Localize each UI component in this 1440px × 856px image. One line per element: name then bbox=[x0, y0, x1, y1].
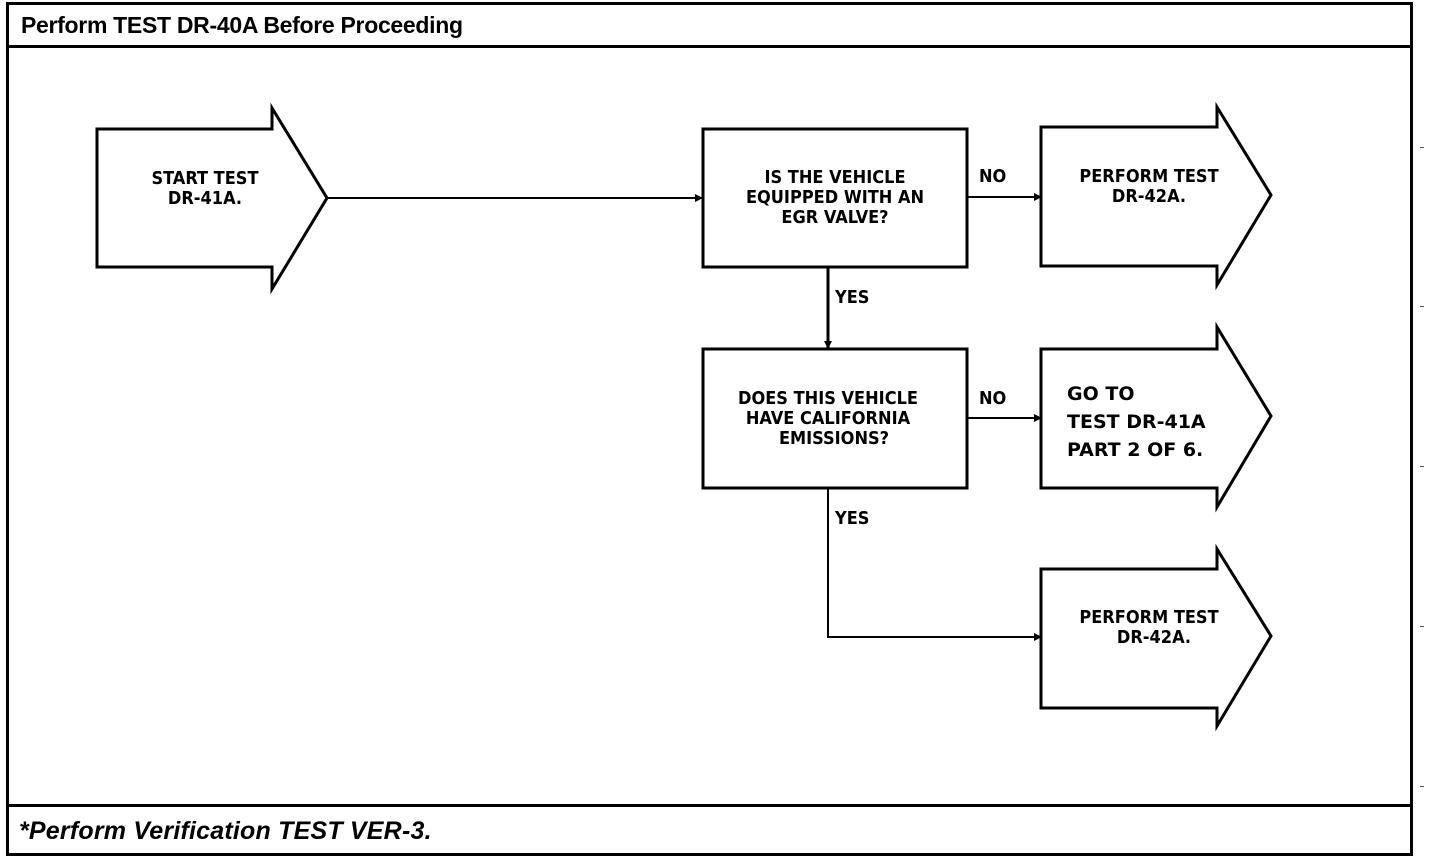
start-arrow: START TEST DR-41A. bbox=[95, 102, 329, 295]
result2-line1: GO TO bbox=[1067, 383, 1134, 405]
decision2-no-label: NO bbox=[979, 388, 1006, 409]
diagram-frame: Perform TEST DR-40A Before Proceeding *P… bbox=[6, 2, 1413, 856]
decision1-line2: EQUIPPED WITH AN bbox=[746, 187, 924, 208]
result3-line1: PERFORM TEST bbox=[1079, 607, 1218, 628]
result-go-to-dr41a-part2: GO TO TEST DR-41A PART 2 OF 6. bbox=[1039, 321, 1273, 513]
result1-line2: DR-42A. bbox=[1112, 186, 1186, 207]
decision1-line1: IS THE VEHICLE bbox=[764, 167, 905, 188]
result1-line1: PERFORM TEST bbox=[1079, 166, 1218, 187]
margin-tick bbox=[1420, 786, 1424, 787]
decision1-yes-label: YES bbox=[834, 287, 869, 308]
decision2-yes-label: YES bbox=[834, 508, 869, 529]
header-bar: Perform TEST DR-40A Before Proceeding bbox=[9, 5, 1410, 48]
margin-tick bbox=[1420, 147, 1424, 148]
result-perform-dr42a-top: PERFORM TEST DR-42A. bbox=[1039, 101, 1273, 291]
verification-note: *Perform Verification TEST VER-3. bbox=[19, 817, 432, 845]
margin-tick bbox=[1420, 306, 1424, 307]
decision2-line2: HAVE CALIFORNIA bbox=[746, 408, 911, 429]
result-perform-dr42a-bottom: PERFORM TEST DR-42A. bbox=[1039, 543, 1273, 732]
result3-line2: DR-42A. bbox=[1117, 627, 1191, 648]
result2-line3: PART 2 OF 6. bbox=[1067, 439, 1203, 461]
decision2-line1: DOES THIS VEHICLE bbox=[738, 388, 918, 409]
margin-tick bbox=[1420, 466, 1424, 467]
start-line1: START TEST bbox=[151, 168, 258, 189]
decision2-line3: EMISSIONS? bbox=[779, 428, 889, 449]
margin-tick bbox=[1420, 626, 1424, 627]
start-line2: DR-41A. bbox=[168, 188, 242, 209]
decision1-no-label: NO bbox=[979, 166, 1006, 187]
footer-bar: *Perform Verification TEST VER-3. bbox=[9, 804, 1410, 853]
decision-egr-valve: IS THE VEHICLE EQUIPPED WITH AN EGR VALV… bbox=[701, 127, 969, 269]
decision-california-emissions: DOES THIS VEHICLE HAVE CALIFORNIA EMISSI… bbox=[701, 347, 969, 490]
page-title: Perform TEST DR-40A Before Proceeding bbox=[21, 12, 463, 38]
decision1-line3: EGR VALVE? bbox=[781, 207, 888, 228]
connector-decision2-yes bbox=[827, 488, 1042, 641]
result2-line2: TEST DR-41A bbox=[1067, 411, 1206, 433]
